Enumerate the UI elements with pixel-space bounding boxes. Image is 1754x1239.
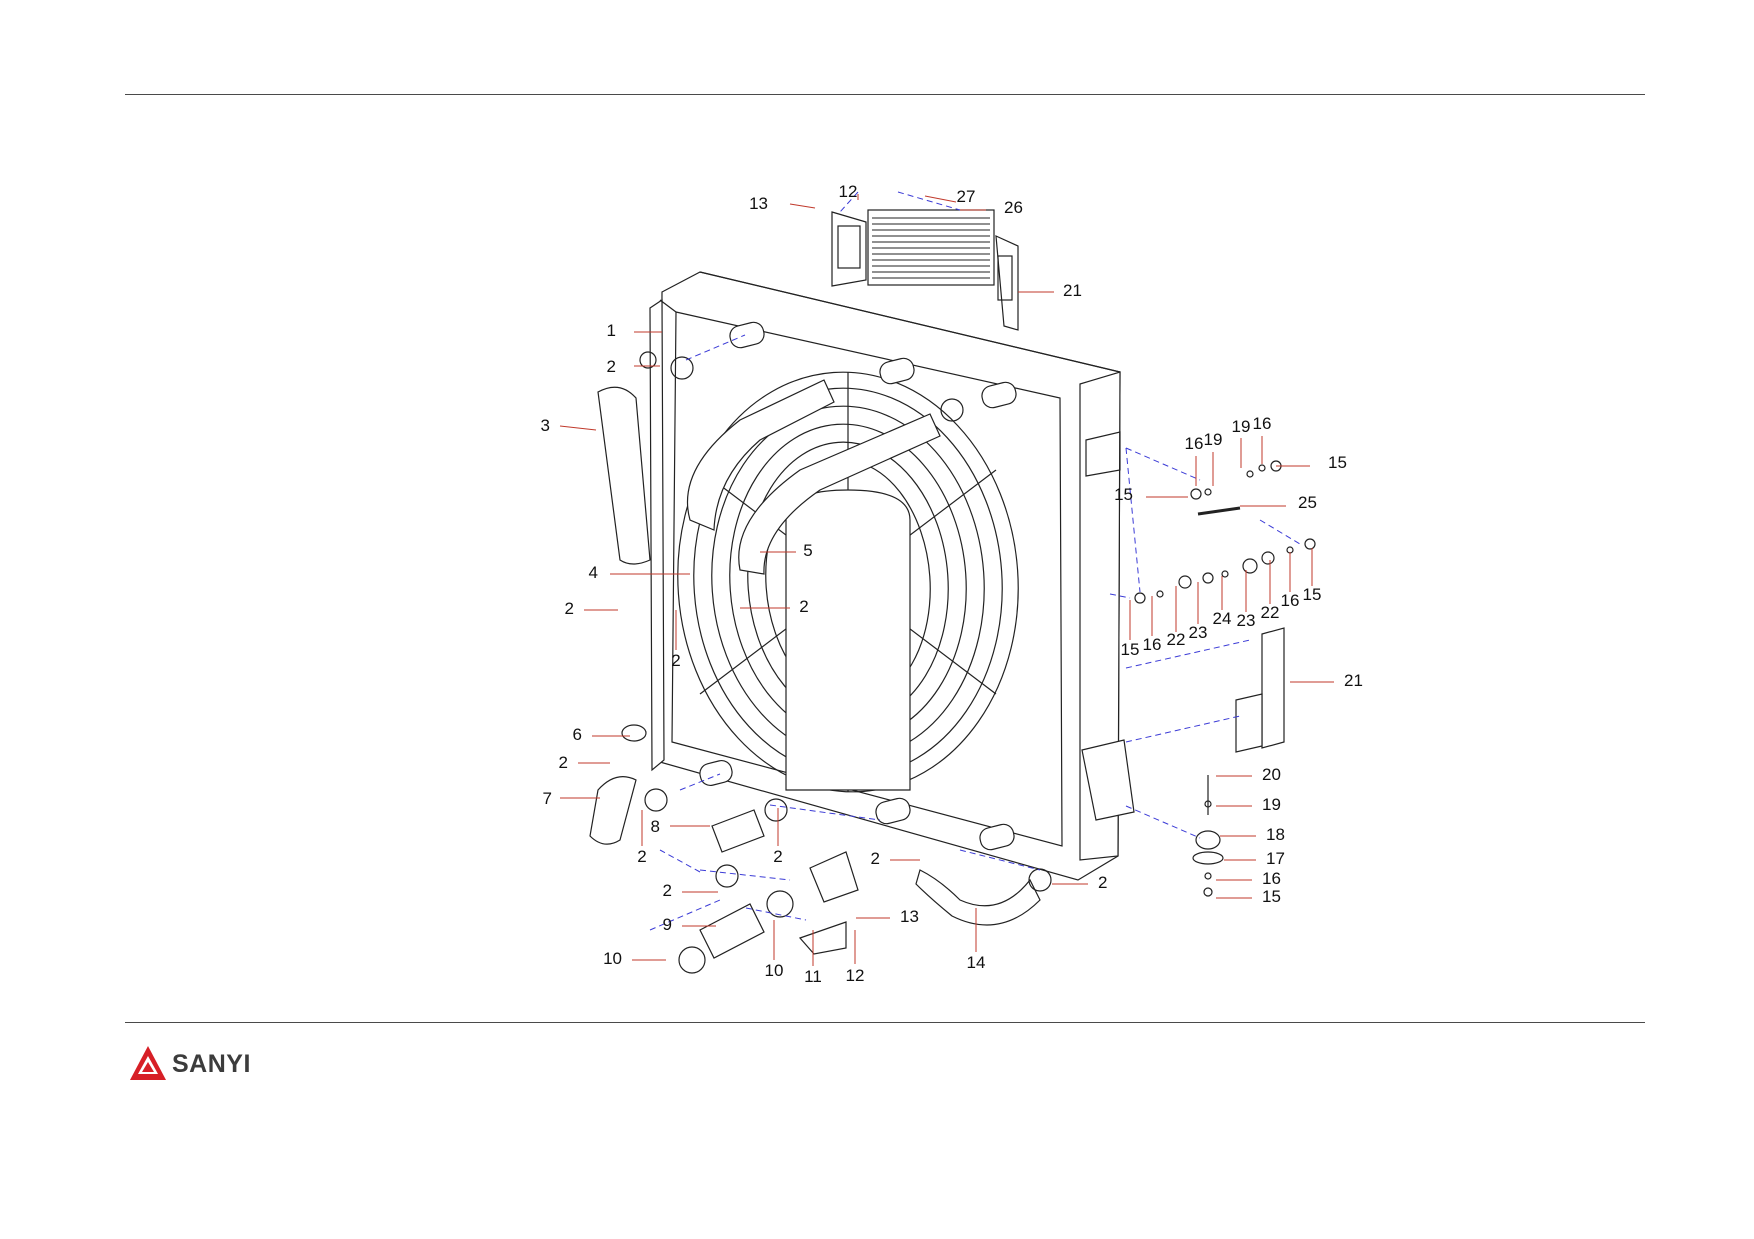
callout-number-15: 15	[1303, 585, 1322, 604]
mounting-hardware	[1134, 460, 1316, 897]
callout-number-10: 10	[603, 949, 622, 968]
callout-number-2: 2	[559, 753, 568, 772]
callout-number-2: 2	[773, 847, 782, 866]
fan-guard	[677, 371, 1019, 793]
callout-number-23: 23	[1189, 623, 1208, 642]
callout-number-24: 24	[1213, 609, 1232, 628]
callout-number-22: 22	[1167, 630, 1186, 649]
callout-number-8: 8	[651, 817, 660, 836]
callout-number-21: 21	[1063, 281, 1082, 300]
callout-number-15: 15	[1328, 453, 1347, 472]
callout-number-13: 13	[900, 907, 919, 926]
bottom-rule	[125, 1022, 1645, 1023]
callout-number-16: 16	[1262, 869, 1281, 888]
callout-number-6: 6	[573, 725, 582, 744]
callout-number-5: 5	[803, 541, 812, 560]
callout-number-2: 2	[799, 597, 808, 616]
callout-number-13: 13	[749, 194, 768, 213]
callout-number-2: 2	[637, 847, 646, 866]
assembly-lines	[649, 191, 1301, 931]
callout-number-19: 19	[1232, 417, 1251, 436]
lower-hoses	[589, 724, 1052, 974]
sanyi-logo-icon	[130, 1046, 166, 1080]
callout-number-1: 1	[607, 321, 616, 340]
callout-number-27: 27	[957, 187, 976, 206]
callout-number-7: 7	[543, 789, 552, 808]
callout-number-2: 2	[663, 881, 672, 900]
brand-name: SANYI	[172, 1049, 251, 1078]
brand-logo: SANYI	[128, 1044, 251, 1084]
callout-number-26: 26	[1004, 198, 1023, 217]
radiator-assembly-drawing	[589, 191, 1316, 974]
callout-leader-line	[559, 425, 597, 431]
callout-number-21: 21	[1344, 671, 1363, 690]
callout-number-14: 14	[967, 953, 986, 972]
callout-number-2: 2	[671, 651, 680, 670]
callout-number-19: 19	[1262, 795, 1281, 814]
top-rule	[125, 94, 1645, 95]
callout-number-16: 16	[1185, 434, 1204, 453]
callout-leader-line	[924, 195, 957, 203]
callout-number-15: 15	[1121, 640, 1140, 659]
callout-number-2: 2	[871, 849, 880, 868]
callout-number-17: 17	[1266, 849, 1285, 868]
callout-number-22: 22	[1261, 603, 1280, 622]
callout-number-10: 10	[765, 961, 784, 980]
upper-hoses	[597, 321, 1017, 575]
callout-number-4: 4	[589, 563, 598, 582]
callout-number-16: 16	[1281, 591, 1300, 610]
callout-number-18: 18	[1266, 825, 1285, 844]
callout-number-25: 25	[1298, 493, 1317, 512]
oil-cooler	[831, 209, 1019, 331]
callout-number-19: 19	[1204, 430, 1223, 449]
callout-number-23: 23	[1237, 611, 1256, 630]
callout-leader-line	[789, 203, 816, 209]
callout-number-12: 12	[846, 966, 865, 985]
callout-number-9: 9	[663, 915, 672, 934]
callout-number-16: 16	[1253, 414, 1272, 433]
callout-number-12: 12	[839, 182, 858, 201]
callout-number-11: 11	[804, 967, 822, 986]
callout-number-15: 15	[1262, 887, 1281, 906]
callout-number-2: 2	[1098, 873, 1107, 892]
callout-number-20: 20	[1262, 765, 1281, 784]
callout-number-16: 16	[1143, 635, 1162, 654]
callout-number-3: 3	[541, 416, 550, 435]
callout-number-2: 2	[565, 599, 574, 618]
callout-number-15: 15	[1114, 485, 1133, 504]
callout-number-2: 2	[607, 357, 616, 376]
